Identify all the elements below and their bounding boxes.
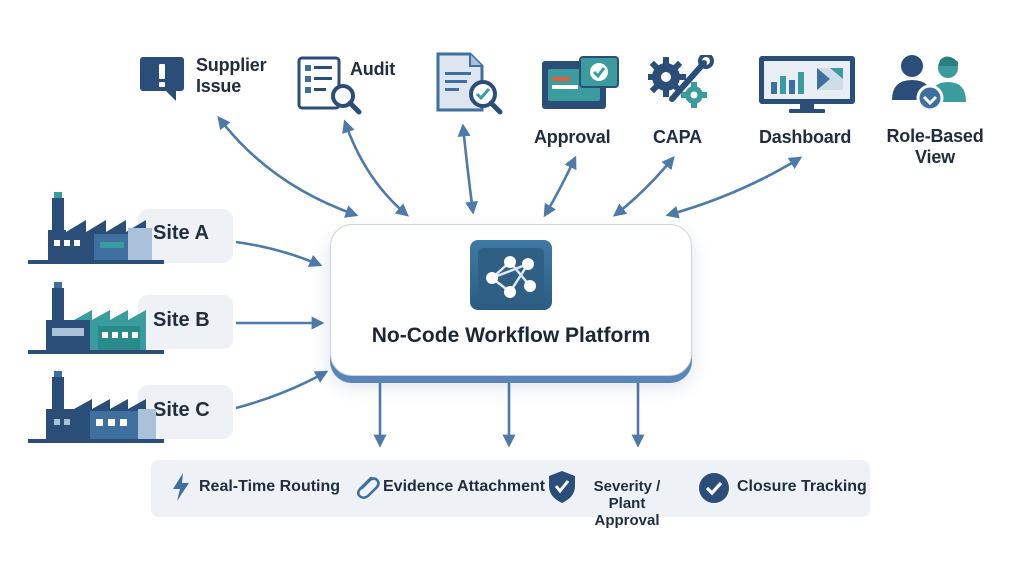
arrow-audit [342,119,409,217]
lightning-icon [173,473,189,501]
feature-label: Severity / Plant Approval [578,478,676,529]
top-item-approval: Approval [530,55,620,150]
site-label: Site B [153,309,210,331]
arrow-approval [543,155,577,218]
users-icon [892,55,966,112]
top-item-label: Supplier [196,55,267,75]
factory-icon [28,371,164,443]
site-card-b [138,295,233,349]
alert-icon [140,57,184,101]
top-item-label-line2: Issue [196,76,242,96]
top-item-label: Role-Based [886,126,984,146]
top-item-label: Dashboard [759,127,852,147]
workflow-nodes-icon [470,240,552,310]
checklist-search-icon [297,56,362,115]
site-card-a [138,209,233,263]
top-item-audit: Audit [297,56,407,118]
top-item-label: Audit [350,59,395,79]
top-item-label: Approval [534,127,611,147]
arrow-site-c [235,370,329,410]
site-label: Site A [153,222,209,244]
feature-label: Real-Time Routing [199,478,341,495]
feature-label: Evidence Attachment [383,478,546,495]
top-item-capa: CAPA [648,55,718,150]
workflow-platform-card: No-Code Workflow Platform [330,224,692,376]
top-item-supplier-issue: Supplier Issue [138,55,288,105]
monitor-chart-icon [759,56,855,113]
factory-icon [28,282,164,354]
document-search-icon [436,52,503,115]
arrow-supplier-issue [217,115,359,218]
top-item-role-based-view: Role-Based View [880,52,990,172]
shield-check-icon [549,471,575,503]
arrow-site-a [235,240,323,267]
feature-label-line1: Severity / Plant [593,478,661,512]
check-circle-icon [699,473,729,503]
top-item-dashboard: Dashboard [757,54,857,150]
arrow-capa [612,155,675,217]
arrow-dashboard [665,156,803,219]
site-label: Site C [153,399,210,421]
top-item-label-line2: View [915,147,955,167]
arrow-document [457,123,479,215]
feature-label-line2: Approval [594,512,660,529]
top-item-label: CAPA [653,127,702,147]
approval-check-icon [542,56,619,109]
feature-label: Closure Tracking [737,478,867,495]
paperclip-icon [356,476,380,499]
platform-title: No-Code Workflow Platform [371,324,651,347]
factory-icon [28,192,164,264]
features-bar [151,460,870,517]
gear-wrench-icon [648,55,714,108]
